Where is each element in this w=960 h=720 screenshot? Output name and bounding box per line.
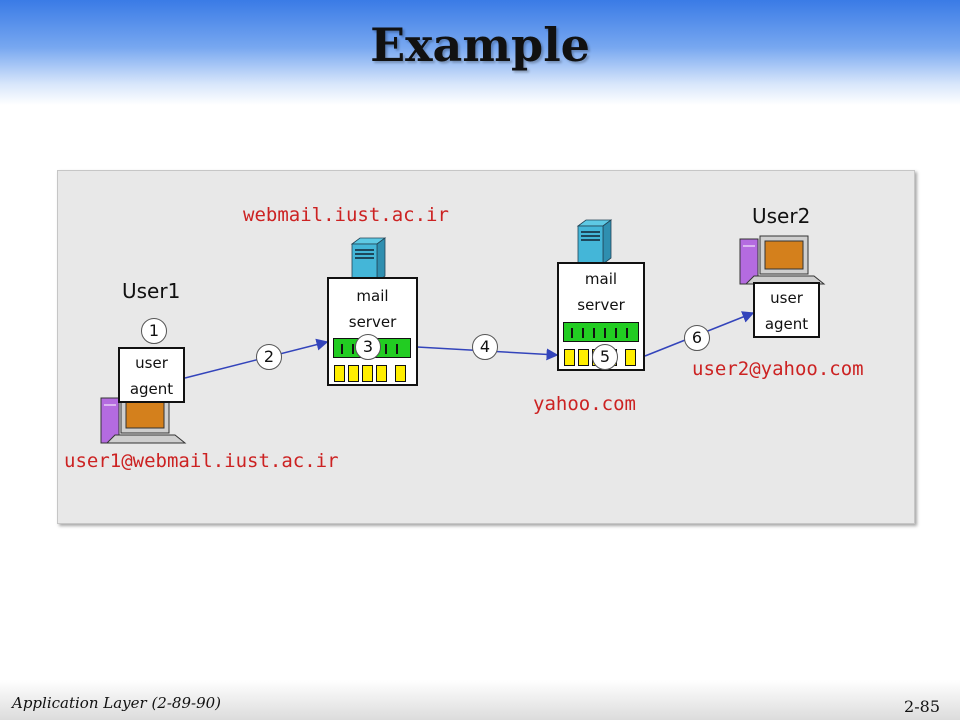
step-6-marker: 6 [684,325,710,351]
server2-domain: yahoo.com [533,393,636,415]
step-4-marker: 4 [472,334,498,360]
user-agent-box: user agent [118,347,185,403]
mail-server-label-1: mail [584,270,618,288]
mailbox-slot [334,365,345,382]
user1-email: user1@webmail.iust.ac.ir [64,450,339,472]
mail-server-label-2: server [577,296,625,314]
step-2-marker: 2 [256,344,282,370]
server1-domain: webmail.iust.ac.ir [243,204,449,226]
user2-email: user2@yahoo.com [692,358,864,380]
user-agent-box: user agent [753,282,820,338]
message-queue [563,322,639,342]
mailbox-slot [376,365,387,382]
step-1-marker: 1 [141,318,167,344]
mailbox-slot [578,349,589,366]
title-bar [0,0,960,105]
user-agent-label-2: agent [129,380,174,398]
footer-page-number: 2-85 [904,697,940,716]
server-tower-icon [576,219,613,264]
mailbox-slot [348,365,359,382]
user-agent-label-1: user [770,289,803,307]
slide-title: Example [370,18,590,72]
mail-server-label-1: mail [356,287,389,305]
step-5-marker: 5 [592,344,618,370]
footer-course-label: Application Layer (2-89-90) [12,694,222,712]
mail-server-label-2: server [348,313,397,331]
mailbox-slot [625,349,636,366]
footer-bar [0,680,960,720]
user2-name: User2 [752,204,811,228]
desktop-computer-icon [739,235,826,285]
server-tower-icon [350,237,387,282]
mailbox-slot [564,349,575,366]
mailbox-slot [362,365,373,382]
user1-name: User1 [122,279,181,303]
step-3-marker: 3 [355,334,381,360]
user-agent-label-1: user [135,354,168,372]
user-agent-label-2: agent [764,315,809,333]
mailbox-slot [395,365,406,382]
